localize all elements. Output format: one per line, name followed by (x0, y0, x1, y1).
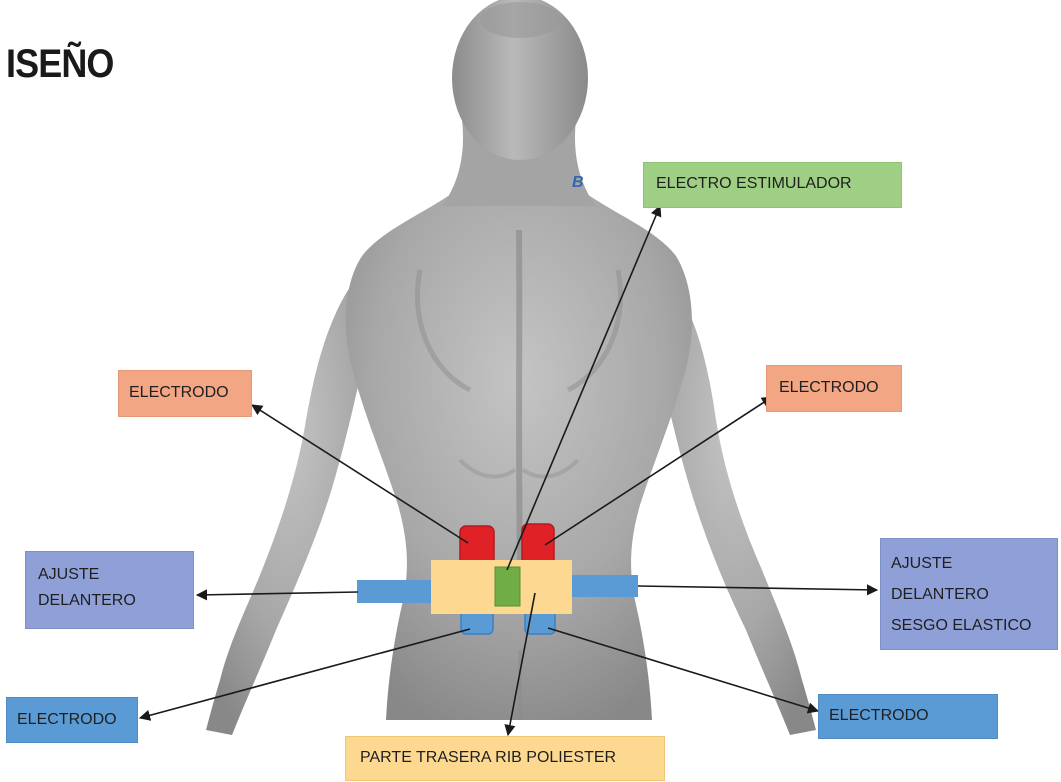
label-electrodo-lower-left: ELECTRODO (6, 697, 138, 743)
human-figure (206, 0, 816, 735)
label-electrodo-lower-right: ELECTRODO (818, 694, 998, 739)
electro-stimulator-unit (495, 567, 520, 606)
left-strap (357, 580, 435, 603)
right-strap (570, 575, 638, 597)
label-parte-trasera: PARTE TRASERA RIB POLIESTER (345, 736, 665, 781)
label-electrodo-upper-right: ELECTRODO (766, 365, 902, 412)
label-ajuste-delantero-sesgo-right: AJUSTE DELANTERO SESGO ELASTICO (880, 538, 1058, 650)
electrode-top-right (522, 524, 554, 564)
label-electrodo-upper-left: ELECTRODO (118, 370, 252, 417)
page-title: ISEÑO (6, 42, 114, 87)
view-marker: B (572, 174, 584, 192)
label-ajuste-delantero-left: AJUSTE DELANTERO (25, 551, 194, 629)
label-electro-estimulador: ELECTRO ESTIMULADOR (643, 162, 902, 208)
